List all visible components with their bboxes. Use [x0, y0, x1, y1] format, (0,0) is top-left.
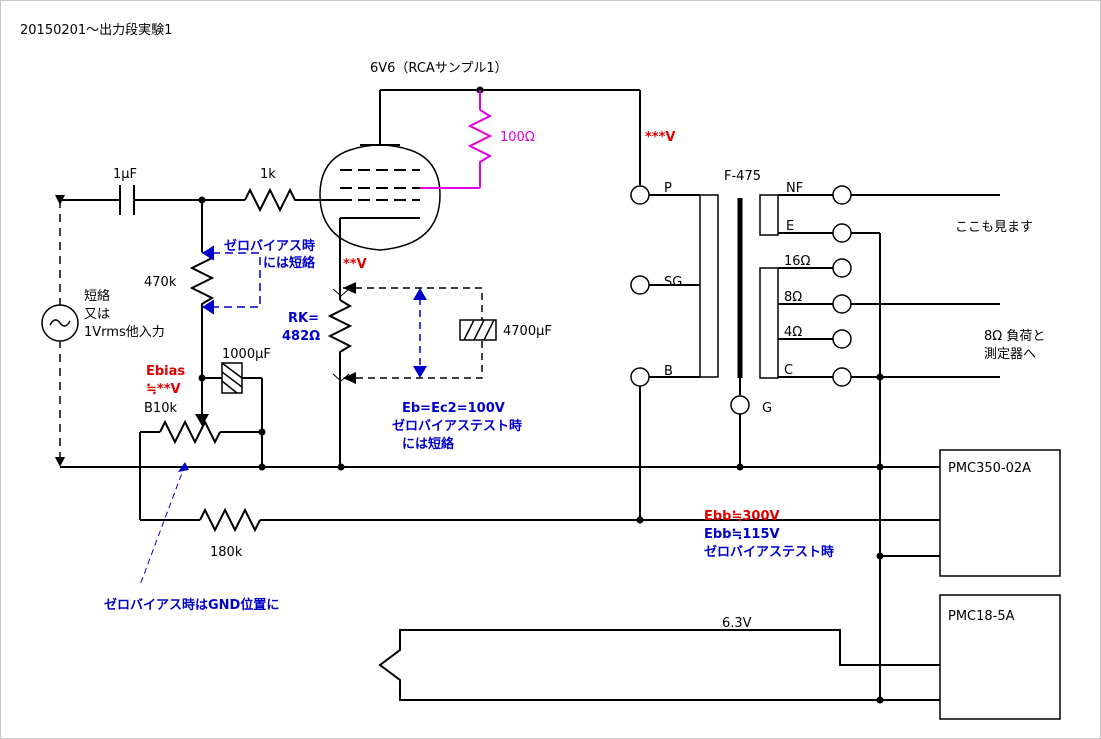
terminal-b-label: B [664, 364, 673, 379]
zero-bias-short-1: ゼロバイアス時 [224, 238, 315, 254]
input-network: 1μF 1k 470k ゼロバイアス時 には短絡 [60, 167, 320, 418]
heater-wire-2 [399, 680, 940, 701]
wiper-arrow-icon [195, 414, 209, 426]
cathode-network: **V RK= 482Ω 4700μF Eb=Ec2=100V ゼロバイアステス… [282, 255, 552, 467]
load-note-1: 8Ω 負荷と [984, 329, 1045, 344]
input-source: 短絡 又は 1Vrms他入力 [41, 195, 165, 467]
hv-supply-label: PMC350-02A [948, 461, 1031, 476]
bias-cap-label: 1000μF [222, 347, 271, 362]
pot-b10k-icon [159, 419, 221, 445]
cathode-resistor-icon [327, 299, 353, 467]
rk-label-2: 482Ω [282, 329, 320, 344]
resistor-180k-icon [199, 507, 261, 533]
terminal-sg [630, 275, 650, 295]
terminal-nf-label: NF [786, 181, 803, 196]
test-note-3: には短絡 [402, 436, 455, 452]
source-label-2: 又は [84, 307, 110, 322]
terminal-8-label: 8Ω [784, 290, 802, 305]
nf-winding-icon [759, 194, 779, 236]
primary-winding-icon [699, 194, 719, 378]
tube-6v6: 6V6（RCAサンプル1） [319, 61, 508, 255]
bypass-cap-label: 4700μF [503, 324, 552, 339]
terminal-c [832, 367, 852, 387]
source-label-1: 短絡 [84, 288, 110, 304]
diagram-title: 20150201～出力段実験1 [20, 22, 172, 38]
bias-resistor-label: 180k [210, 545, 243, 560]
terminal-g [730, 395, 750, 415]
output-transformer: F-475 P SG B G NF E 16Ω 8Ω 4Ω C [630, 169, 1045, 704]
heater-wire-1 [378, 629, 940, 700]
heater-supply-label: PMC18-5A [948, 609, 1015, 624]
series-resistor-label: 1k [260, 167, 276, 182]
terminal-e [832, 223, 852, 243]
power-supplies: PMC350-02A Ebb≒300V Ebb≒115V ゼロバイアステスト時 … [378, 449, 1061, 720]
heater-supply-box [939, 594, 1061, 720]
bias-network: 1000μF Ebias ≒**V B10k 180k ゼロバイアス時はGND位… [104, 347, 940, 613]
terminal-4 [832, 329, 852, 349]
terminal-g-label: G [762, 401, 772, 416]
terminal-16 [832, 258, 852, 278]
secondary-winding-icon [759, 267, 779, 379]
terminal-16-label: 16Ω [784, 254, 811, 269]
heater-voltage-label: 6.3V [722, 616, 752, 631]
terminal-4-label: 4Ω [784, 325, 802, 340]
grid-resistor-label: 470k [144, 275, 177, 290]
tube-label: 6V6（RCAサンプル1） [370, 61, 508, 76]
plate-voltage-label: ***V [645, 130, 675, 145]
test-note-1: Eb=Ec2=100V [402, 401, 505, 416]
ebb-test-label: Ebb≒115V [704, 527, 780, 542]
input-cap-label: 1μF [113, 167, 137, 182]
bias-pot-label: B10k [144, 401, 177, 416]
screen-resistor-icon [467, 109, 493, 188]
terminal-sg-label: SG [664, 275, 682, 290]
ebb-normal-label: Ebb≒300V [704, 509, 780, 524]
zero-bias-short-2: には短絡 [263, 255, 316, 271]
cathode-voltage-label: **V [343, 257, 367, 272]
ebias-label: Ebias [146, 364, 185, 379]
transformer-label: F-475 [724, 169, 761, 184]
ebb-test-note: ゼロバイアステスト時 [704, 544, 834, 560]
terminal-p [630, 185, 650, 205]
terminal-b [630, 367, 650, 387]
source-label-3: 1Vrms他入力 [84, 325, 165, 340]
load-note-2: 測定器へ [984, 347, 1036, 362]
terminal-nf [832, 185, 852, 205]
screen-resistor-label: 100Ω [500, 130, 535, 145]
hv-supply-box [939, 449, 1061, 577]
plate-wiring: 100Ω ***V [380, 86, 675, 188]
resistor-470k-icon [189, 251, 215, 310]
terminal-e-label: E [786, 219, 794, 234]
ebias-value: ≒**V [146, 382, 181, 397]
rk-label-1: RK= [288, 311, 319, 326]
terminal-8 [832, 294, 852, 314]
zero-bias-gnd-note: ゼロバイアス時はGND位置に [104, 597, 279, 613]
test-note-2: ゼロバイアステスト時 [392, 418, 522, 434]
resistor-1k-icon [244, 187, 320, 213]
ground-rail [60, 463, 940, 471]
nf-note: ここも見ます [955, 220, 1033, 235]
tube-envelope-icon [319, 144, 441, 251]
terminal-c-label: C [784, 363, 793, 378]
terminal-p-label: P [664, 181, 672, 196]
